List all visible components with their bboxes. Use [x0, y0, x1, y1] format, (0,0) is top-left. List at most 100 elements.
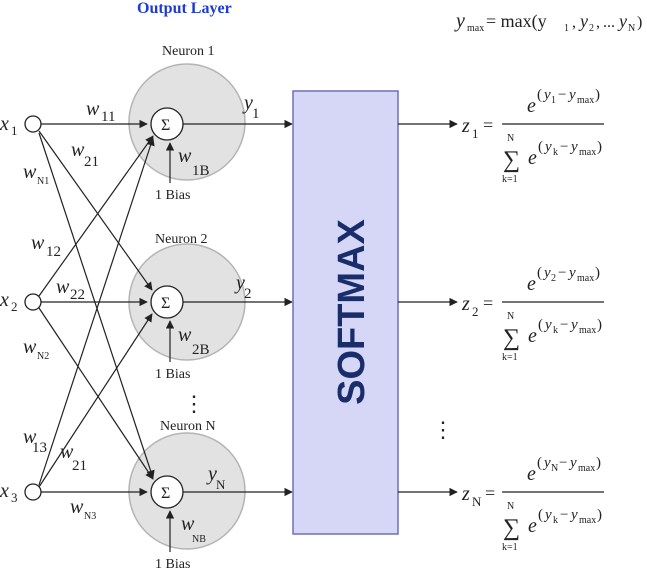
input-node-x3: [24, 483, 42, 501]
neuron-1-name: Neuron 1: [162, 44, 215, 59]
svg-text:k=1: k=1: [502, 542, 518, 553]
svg-text:w: w: [70, 496, 84, 518]
bias-label-1: 1 Bias: [155, 188, 190, 203]
svg-text:∑: ∑: [503, 515, 520, 541]
svg-text:w: w: [71, 139, 85, 161]
svg-text:max: max: [579, 515, 596, 526]
svg-text:max: max: [577, 95, 594, 106]
output-ellipsis: ⋮: [432, 417, 454, 442]
svg-text:x: x: [0, 289, 9, 311]
sum-node-n: Σ: [150, 475, 184, 509]
svg-text:y: y: [542, 265, 551, 281]
svg-text:2: 2: [589, 23, 594, 34]
svg-text:−: −: [560, 317, 568, 333]
weight-label-w21b: w21: [60, 441, 87, 474]
svg-text:∑: ∑: [503, 147, 520, 173]
sum-node-1: Σ: [150, 107, 184, 141]
svg-text:y: y: [567, 87, 576, 103]
svg-text:k=1: k=1: [502, 352, 518, 363]
bias-weight-1: w1B: [178, 145, 210, 179]
bias-weight-n: wNB: [181, 513, 206, 545]
svg-text:y: y: [242, 92, 253, 114]
svg-text:): ): [597, 139, 602, 155]
svg-text:N: N: [551, 463, 558, 474]
svg-text:w: w: [60, 441, 74, 463]
svg-text:): ): [596, 455, 601, 471]
svg-text:N: N: [628, 23, 635, 34]
softmax-label: SOFTMAX: [331, 218, 373, 404]
svg-text:−: −: [559, 455, 567, 471]
svg-text:−: −: [560, 139, 568, 155]
svg-text:y: y: [569, 139, 578, 155]
svg-text:2: 2: [551, 273, 556, 284]
svg-text:y: y: [568, 455, 577, 471]
output-formula-z2: z 2 = e ( y 2 − y max ) N ∑ k=1 e ( y k …: [461, 265, 604, 363]
svg-text:N1: N1: [37, 176, 49, 187]
svg-text:y: y: [569, 317, 578, 333]
output-formula-z1: z 1 = e ( y 1 − y max ) N ∑ k=1 e ( y k …: [461, 87, 604, 185]
svg-text:max: max: [579, 325, 596, 336]
svg-text:1: 1: [11, 123, 18, 138]
svg-text:e: e: [527, 95, 536, 117]
svg-text:N: N: [507, 133, 514, 144]
neuron-1-circle: [128, 63, 246, 181]
svg-text:NB: NB: [192, 534, 206, 545]
svg-text:w: w: [23, 161, 37, 183]
svg-text:(: (: [537, 455, 542, 471]
svg-text:y: y: [569, 507, 578, 523]
svg-text:1: 1: [564, 23, 569, 34]
svg-text:N2: N2: [37, 351, 49, 362]
svg-text:13: 13: [32, 440, 47, 456]
svg-text:1: 1: [551, 95, 556, 106]
svg-text:y: y: [542, 455, 551, 471]
svg-text:2B: 2B: [192, 342, 210, 358]
svg-text:2: 2: [244, 286, 252, 302]
neuron-n-circle: [128, 432, 246, 550]
svg-text:,: ,: [596, 14, 600, 31]
svg-text:Σ: Σ: [161, 295, 170, 312]
svg-text:e: e: [527, 463, 536, 485]
svg-text:): ): [597, 317, 602, 333]
svg-text:z: z: [461, 293, 470, 315]
neuron-2-name: Neuron 2: [155, 232, 208, 247]
svg-text:N: N: [507, 501, 514, 512]
svg-text:2: 2: [472, 304, 479, 319]
svg-text:x: x: [0, 480, 9, 502]
svg-text:y: y: [567, 265, 576, 281]
svg-text:w: w: [181, 513, 195, 535]
input-node-x2: [24, 293, 42, 311]
bias-weight-2: w2B: [178, 324, 210, 358]
output-formula-zn: z N = e ( y N − y max ) N ∑ k=1 e ( y k …: [461, 455, 604, 553]
svg-text:w: w: [56, 276, 70, 298]
svg-text:): ): [595, 265, 600, 281]
svg-text:...: ...: [603, 14, 615, 31]
svg-text:N3: N3: [84, 511, 96, 522]
svg-text:y: y: [543, 507, 552, 523]
svg-text:k: k: [553, 147, 558, 158]
svg-text:w: w: [86, 98, 100, 120]
svg-text:=: =: [483, 293, 493, 313]
svg-text:21: 21: [72, 458, 87, 474]
svg-text:x: x: [0, 113, 9, 135]
svg-text:y: y: [543, 317, 552, 333]
svg-text:w: w: [178, 324, 192, 346]
svg-text:y: y: [578, 11, 588, 31]
output-layer-title: Output Layer: [137, 0, 232, 17]
svg-text:1: 1: [252, 106, 260, 122]
svg-text:k=1: k=1: [502, 174, 518, 185]
svg-text:11: 11: [101, 109, 115, 125]
weight-label-w21a: w21: [71, 139, 99, 170]
svg-text:=: =: [485, 483, 495, 503]
input-node-x1: [24, 115, 42, 133]
svg-text:): ): [595, 87, 600, 103]
input-label-x2: x 2: [0, 289, 18, 314]
neuron-to-softmax-arrows: [183, 119, 293, 497]
svg-text:(: (: [537, 265, 542, 281]
svg-text:3: 3: [11, 490, 18, 505]
svg-text:k: k: [553, 515, 558, 526]
svg-text:y: y: [234, 272, 245, 294]
